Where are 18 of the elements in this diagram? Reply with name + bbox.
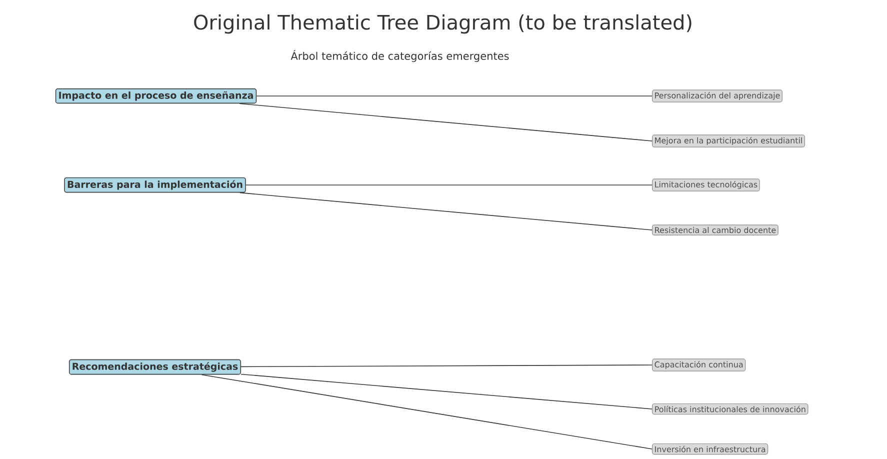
subcategory-box: Políticas institucionales de innovación bbox=[652, 403, 808, 415]
subcategory-box: Resistencia al cambio docente bbox=[652, 224, 778, 236]
category-box: Recomendaciones estratégicas bbox=[68, 359, 242, 375]
subcategory-box: Personalización del aprendizaje bbox=[652, 90, 782, 102]
category-box: Barreras para la implementación bbox=[64, 177, 246, 193]
subcategory-box: Inversión en infraestructura bbox=[652, 443, 768, 455]
subtitle: Árbol temático de categorías emergentes bbox=[290, 50, 509, 62]
connector-line bbox=[240, 374, 652, 410]
subcategory-box: Limitaciones tecnológicas bbox=[652, 178, 760, 192]
connector-line bbox=[201, 374, 652, 450]
subcategory-box: Mejora en la participación estudiantil bbox=[652, 134, 805, 148]
connector-line bbox=[246, 184, 652, 186]
category-box: Impacto en el proceso de enseñanza bbox=[55, 88, 257, 104]
connector-line bbox=[240, 364, 652, 368]
title: Original Thematic Tree Diagram (to be translated) bbox=[194, 14, 692, 34]
connector-line bbox=[239, 192, 652, 230]
connector-line bbox=[239, 103, 652, 142]
subcategory-box: Capacitación continua bbox=[652, 358, 746, 372]
